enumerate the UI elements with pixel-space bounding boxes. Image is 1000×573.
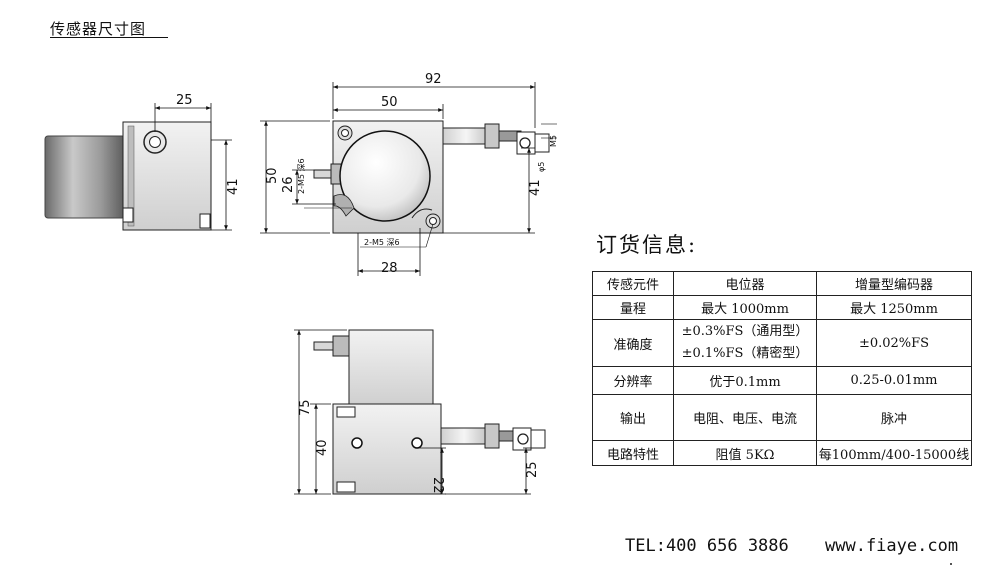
bottom-dim-body-height: 40 <box>315 439 330 456</box>
footer-website[interactable]: www.fiaye.com <box>825 536 959 556</box>
front-dim-offset: 26 <box>281 176 296 193</box>
table-cell: 输出 <box>592 394 674 441</box>
side-dim-right: 41 <box>226 178 241 195</box>
table-row: 分辨率 优于0.1mm 0.25-0.01mm <box>592 366 972 395</box>
accuracy-general: ±0.3%FS（通用型） <box>681 324 809 339</box>
side-view <box>44 103 232 231</box>
corner-dot <box>950 563 952 565</box>
table-row: 传感元件 电位器 增量型编码器 <box>592 271 972 296</box>
table-cell: 0.25-0.01mm <box>816 366 972 395</box>
table-row: 输出 电阻、电压、电流 脉冲 <box>592 394 972 441</box>
bottom-view <box>294 329 546 495</box>
table-row: 准确度 ±0.3%FS（通用型） ±0.1%FS（精密型） ±0.02%FS <box>592 319 972 367</box>
front-hole-note-bottom: 2-M5 深6 <box>364 238 400 247</box>
bottom-dim-end: 25 <box>525 461 540 478</box>
table-cell: 准确度 <box>592 319 674 367</box>
bottom-dim-hole-offset: 22 <box>430 477 445 494</box>
table-cell: 最大 1250mm <box>816 295 972 320</box>
page-title: 传感器尺寸图 <box>50 20 147 38</box>
table-cell: 优于0.1mm <box>673 366 817 395</box>
footer-tel: TEL:400 656 3886 <box>625 536 789 556</box>
table-cell: 分辨率 <box>592 366 674 395</box>
front-dim-bottom: 28 <box>381 261 398 276</box>
accuracy-precision: ±0.1%FS（精密型） <box>681 346 809 361</box>
order-info-table: 传感元件 电位器 增量型编码器 量程 最大 1000mm 最大 1250mm 准… <box>592 271 972 466</box>
order-info-title: 订货信息: <box>596 233 698 257</box>
table-cell: 脉冲 <box>816 394 972 441</box>
bottom-dim-total-height: 75 <box>298 399 313 416</box>
table-cell: 最大 1000mm <box>673 295 817 320</box>
table-cell-accuracy: ±0.3%FS（通用型） ±0.1%FS（精密型） <box>673 319 817 367</box>
front-pin-dia: φ5 <box>537 162 546 172</box>
table-cell: 阻值 5KΩ <box>673 440 817 466</box>
front-dim-right: 41 <box>528 179 543 196</box>
front-pin-m5: M5 <box>549 135 558 147</box>
front-hole-note-top: 2-M5 深6 <box>297 158 306 194</box>
table-cell: ±0.02%FS <box>816 319 972 367</box>
table-cell: 传感元件 <box>592 271 674 296</box>
table-row: 量程 最大 1000mm 最大 1250mm <box>592 295 972 320</box>
table-cell: 电位器 <box>673 271 817 296</box>
front-dim-height: 50 <box>265 167 280 184</box>
table-cell: 电阻、电压、电流 <box>673 394 817 441</box>
table-cell: 电路特性 <box>592 440 674 466</box>
title-underline <box>50 37 168 38</box>
front-dim-body-width: 50 <box>381 95 398 110</box>
table-row: 电路特性 阻值 5KΩ 每100mm/400-15000线 <box>592 440 972 466</box>
table-cell: 量程 <box>592 295 674 320</box>
table-cell: 增量型编码器 <box>816 271 972 296</box>
front-dim-overall: 92 <box>425 72 442 87</box>
front-view <box>260 82 557 276</box>
side-dim-top: 25 <box>176 93 193 108</box>
table-cell: 每100mm/400-15000线 <box>816 440 972 466</box>
